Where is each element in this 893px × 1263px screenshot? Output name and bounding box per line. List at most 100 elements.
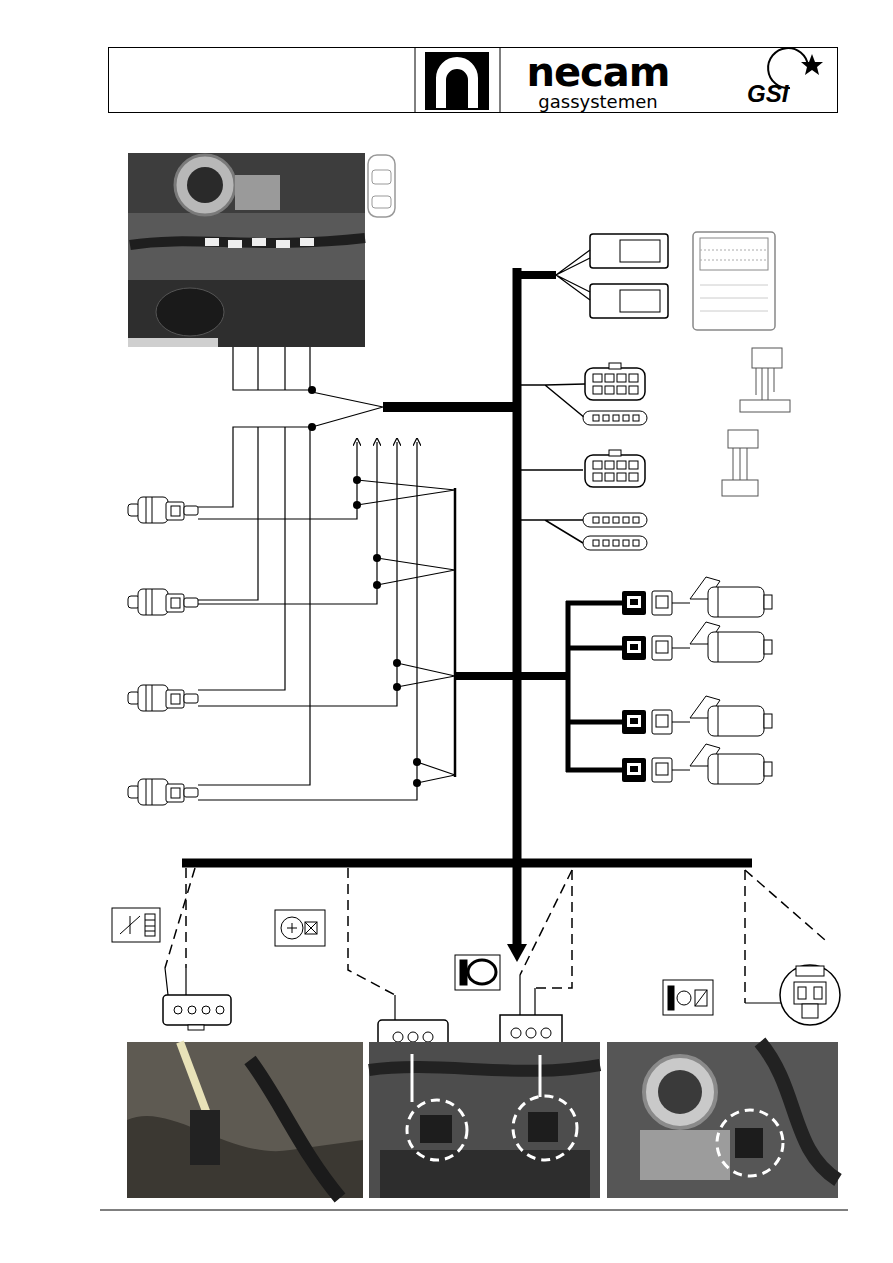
sensor-symbols-part <box>468 960 496 984</box>
injector-wires-part <box>377 558 455 585</box>
sensor-connectors-part <box>216 1006 224 1014</box>
header-logos <box>415 47 823 113</box>
footer-rule <box>100 1210 848 1211</box>
switch-module-part <box>752 348 782 368</box>
sensor-connectors-part <box>541 1028 551 1038</box>
ecu-part <box>700 311 768 312</box>
sensor-symbols-part <box>305 922 317 934</box>
car-icon-part <box>372 170 391 184</box>
engine-photo-part <box>276 240 290 248</box>
bottom-photos-part <box>607 1042 838 1198</box>
brand-name: necam <box>527 52 670 92</box>
car-icon-part <box>368 155 395 217</box>
injector-wires-part <box>198 427 310 785</box>
wiring-harness-part <box>455 672 568 680</box>
sensor-symbols-part <box>292 923 293 933</box>
splice-dots-part <box>308 386 316 394</box>
injector-wires-part <box>198 442 377 604</box>
splice-dots-part <box>308 423 316 431</box>
sensor-connectors-part <box>780 965 840 1025</box>
sensor-connectors-part <box>202 1006 210 1014</box>
engine-photo-part <box>252 238 266 246</box>
splice-dots-part <box>353 501 361 509</box>
bottom-photos-part <box>127 1042 363 1198</box>
sensor-symbols-part <box>145 920 155 921</box>
engine-photo-part <box>128 153 365 213</box>
sensor-connectors-part <box>408 1032 418 1042</box>
sensor-connectors-part <box>794 982 826 1004</box>
harness-connectors <box>583 363 647 550</box>
ecu-part <box>700 285 768 286</box>
callout-circles-part <box>539 1055 542 1097</box>
engine-photo-part <box>300 238 314 246</box>
sensor-taps-part <box>185 868 187 968</box>
gas-injectors-part <box>622 744 772 784</box>
injector-wires-part <box>357 480 455 505</box>
gas-injectors-part <box>622 696 772 736</box>
ecu-part <box>590 234 668 268</box>
injector-wires-part <box>198 427 285 690</box>
injector-wires-part <box>198 442 417 800</box>
wiring-harness-part <box>454 488 457 777</box>
splice-dots-part <box>353 476 361 484</box>
ecu-part <box>700 260 768 261</box>
header-logos-part <box>415 47 416 113</box>
sensor-connectors-part <box>423 1032 433 1042</box>
car-icon <box>368 155 395 217</box>
sensor-taps-part <box>520 870 572 975</box>
sensor-taps-part <box>165 968 186 995</box>
sensor-taps <box>165 868 825 1020</box>
sensor-taps-part <box>535 870 572 988</box>
wiring-harness-part <box>566 603 622 770</box>
petrol-injectors <box>128 497 198 805</box>
sensor-symbols-part <box>275 910 325 946</box>
sensor-symbols-part <box>305 922 317 934</box>
ecu-part <box>620 290 660 312</box>
ecu-part <box>693 232 775 330</box>
sensor-taps-part <box>744 870 746 1003</box>
wiring-harness-part <box>566 601 571 772</box>
switch-module <box>722 348 790 496</box>
splice-dots-part <box>393 683 401 691</box>
sensor-taps-part <box>348 868 395 995</box>
injector-wires-part <box>397 663 455 687</box>
sensor-taps-part <box>165 868 195 968</box>
sensor-connectors-part <box>174 1006 182 1014</box>
splice-dots <box>308 386 421 787</box>
petrol-injectors-part <box>128 779 198 805</box>
wiring-harness-part <box>507 944 527 962</box>
splice-dots-part <box>413 779 421 787</box>
sensor-taps-part <box>745 870 825 940</box>
callout-circles-part <box>513 1096 577 1160</box>
engine-photo-part <box>205 238 219 246</box>
header-logos-part <box>436 57 478 108</box>
engine-photo <box>128 153 365 347</box>
sensor-symbols-part <box>145 931 155 932</box>
sensor-symbols-part <box>460 960 467 985</box>
engine-photo-part <box>128 153 365 347</box>
bottom-photos-part <box>528 1112 558 1142</box>
sensor-connectors-part <box>188 1006 196 1014</box>
wiring-harness-part <box>383 402 517 412</box>
sensor-symbols-part <box>281 917 303 939</box>
bottom-photos-part <box>369 1042 600 1198</box>
sensor-symbols-part <box>112 908 160 942</box>
ecu-part <box>700 250 768 251</box>
engine-photo-part <box>128 338 218 347</box>
sensor-connectors-part <box>163 995 231 1025</box>
sensor-connectors <box>163 965 840 1055</box>
ecu <box>590 232 775 330</box>
injector-wires <box>198 347 455 800</box>
sensor-symbols-part <box>695 990 707 1006</box>
harness-connectors-part <box>583 536 647 550</box>
header-logos-part <box>500 47 501 113</box>
bottom-photos-part <box>420 1115 452 1143</box>
engine-photo-part <box>187 167 223 203</box>
splice-dots-part <box>373 554 381 562</box>
bottom-photos-part <box>760 1042 838 1180</box>
wiring-harness-part <box>513 268 522 946</box>
gas-injectors-part <box>622 577 772 617</box>
engine-photo-part <box>130 238 365 245</box>
sensor-symbols-part <box>695 990 707 1006</box>
